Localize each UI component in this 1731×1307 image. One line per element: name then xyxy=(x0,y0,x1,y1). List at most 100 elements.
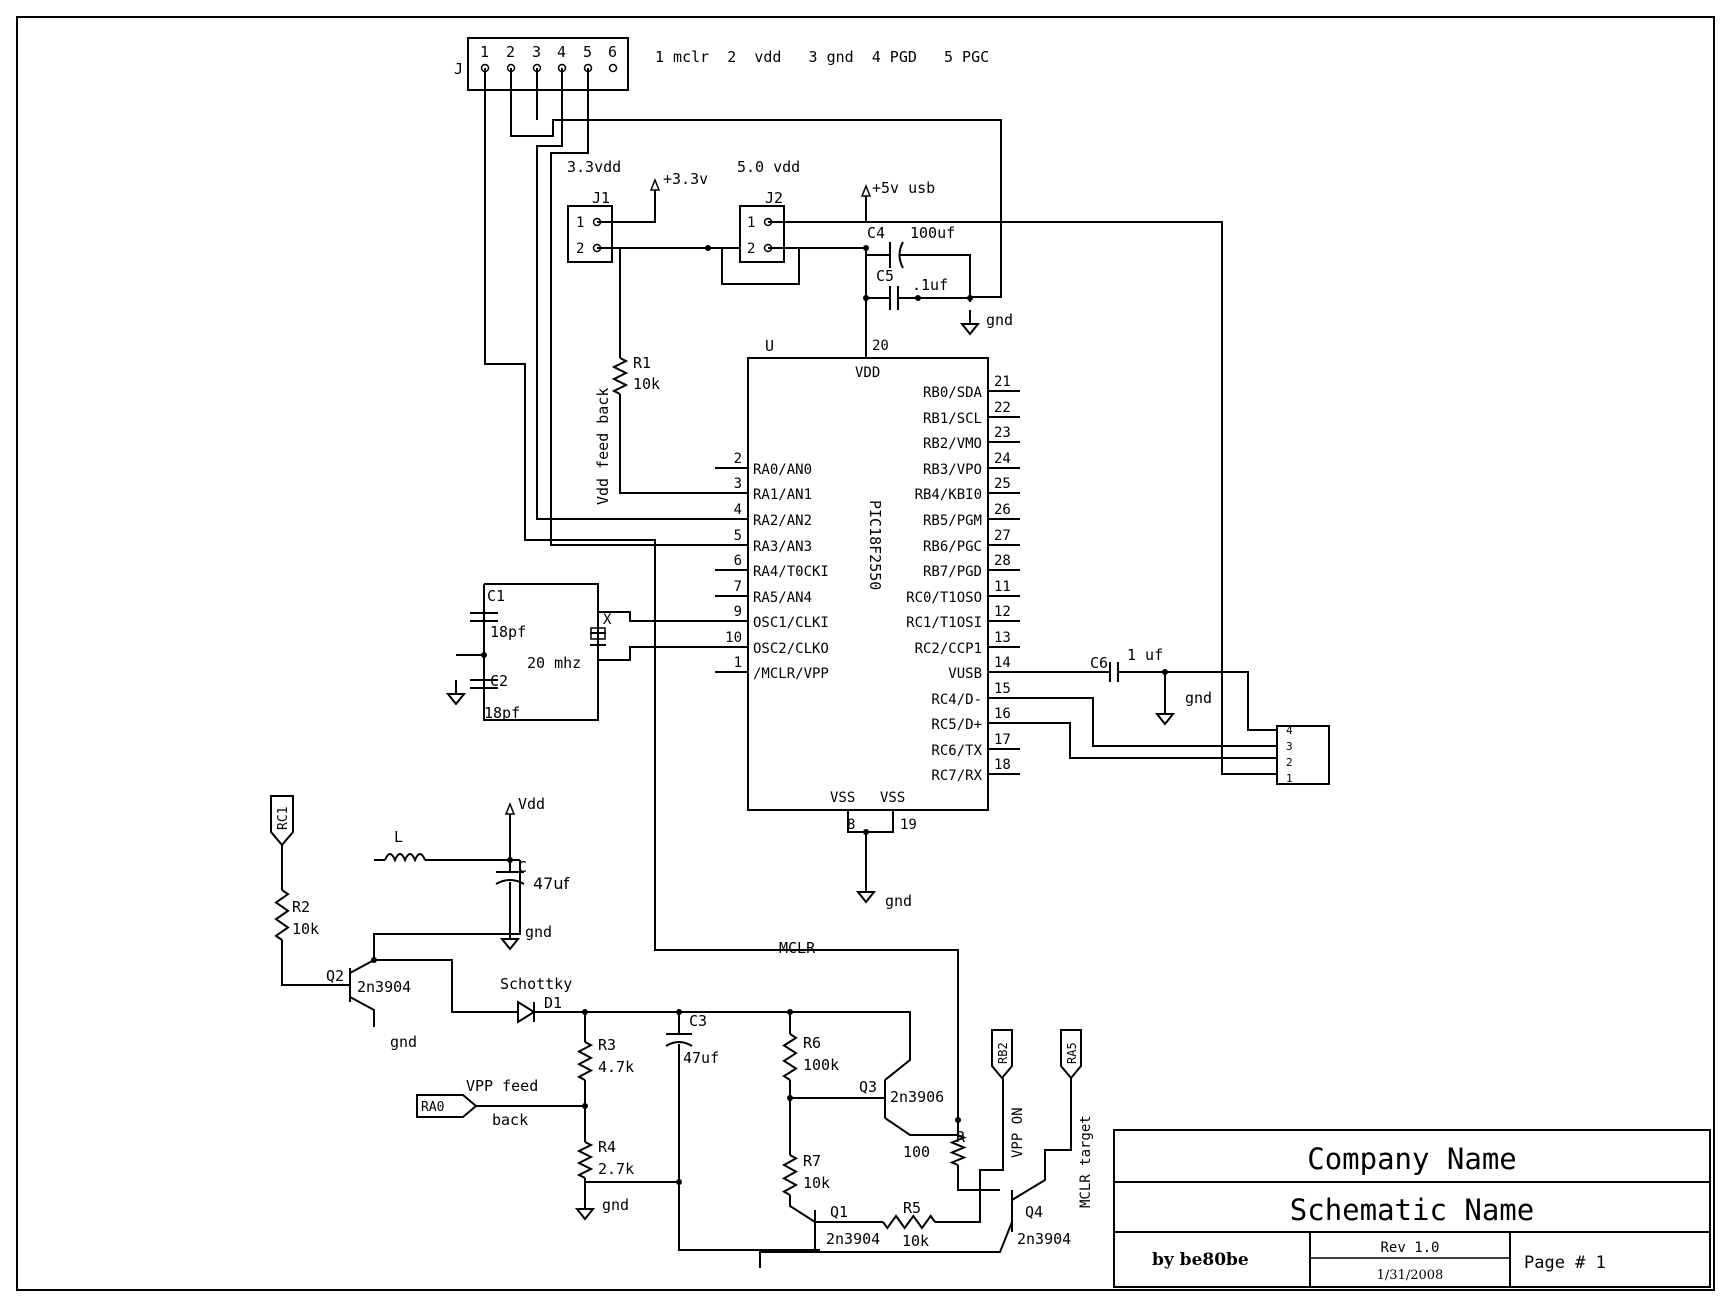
l-ref: L xyxy=(394,828,403,846)
c3-ref: C3 xyxy=(689,1012,707,1030)
chip-vss2-label: VSS xyxy=(880,790,905,806)
c5-ref: C5 xyxy=(876,267,894,285)
chip-vdd-pin: 20 xyxy=(872,338,889,354)
r4-ref: R4 xyxy=(598,1138,616,1156)
chip-pin-name: RA5/AN4 xyxy=(753,590,812,606)
chip-left-pins: 2RA0/AN03RA1/AN14RA2/AN25RA3/AN36RA4/T0C… xyxy=(715,451,829,682)
x-value: 20 mhz xyxy=(527,654,581,672)
j1-body xyxy=(567,205,613,263)
chip-right-pins: 21RB0/SDA22RB1/SCL23RB2/VMO24RB3/VPO25RB… xyxy=(906,374,1020,784)
j2-pin-2: 2 xyxy=(747,241,755,257)
x-ref: X xyxy=(603,612,612,628)
sheet-border xyxy=(16,16,1715,1291)
chip-pin-name: VUSB xyxy=(948,666,982,682)
wiring xyxy=(274,68,1277,1268)
r4-gnd-label: gnd xyxy=(602,1196,629,1214)
chip-part: PIC18F2550 xyxy=(866,500,884,590)
r3-ref: R3 xyxy=(598,1036,616,1054)
j2-supply: +5v usb xyxy=(872,179,935,197)
c6-ref: C6 xyxy=(1090,654,1108,672)
c4-value: 100uf xyxy=(910,224,955,242)
usb-gnd-label: gnd xyxy=(1185,689,1212,707)
chip-pin-number: 21 xyxy=(994,374,1011,390)
chip-pin-number: 16 xyxy=(994,706,1011,722)
rb2-tag: RB2 xyxy=(991,1029,1013,1080)
chip-pin-number: 17 xyxy=(994,732,1011,748)
header-j-pin-1: 1 xyxy=(480,43,489,61)
chip-pin-name: RB1/SCL xyxy=(923,411,982,427)
schematic-name: Schematic Name xyxy=(1290,1193,1534,1227)
chip-pin-number: 28 xyxy=(994,553,1011,569)
chip-pin-name: RB3/VPO xyxy=(923,462,982,478)
chip-pin-number: 27 xyxy=(994,528,1011,544)
c1-ref: C1 xyxy=(487,587,505,605)
c3-value: 47uf xyxy=(683,1049,719,1067)
r1-value: 10k xyxy=(633,375,660,393)
r2-ref: R2 xyxy=(292,898,310,916)
chip-pin-number: 3 xyxy=(734,476,742,492)
header-j-pin-6: 6 xyxy=(608,43,617,61)
usb-body xyxy=(1276,725,1330,785)
c-ref: C xyxy=(518,858,527,876)
chip-pin-name: RC5/D+ xyxy=(931,717,982,733)
usb-connector: 4 3 2 1 C6 1 uf gnd xyxy=(1090,646,1330,785)
chip-pin-name: OSC1/CLKI xyxy=(753,615,829,631)
chip-pin-number: 6 xyxy=(734,553,742,569)
top-caps: C4 100uf C5 .1uf gnd xyxy=(867,224,1013,329)
chip-pin-number: 9 xyxy=(734,604,742,620)
usb-pin-3: 3 xyxy=(1286,740,1293,753)
chip-pin-number: 18 xyxy=(994,757,1011,773)
chip-pin-number: 7 xyxy=(734,579,742,595)
q2-ref: Q2 xyxy=(326,967,344,985)
vpp-on-label: VPP ON xyxy=(1010,1107,1026,1158)
author: by be80be xyxy=(1152,1250,1249,1270)
chip-pin-number: 24 xyxy=(994,451,1011,467)
r6-value: 100k xyxy=(803,1056,839,1074)
chip-pin-number: 25 xyxy=(994,476,1011,492)
jumper-j1: 3.3vdd J1 1 2 +3.3v xyxy=(567,158,708,263)
company-name: Company Name xyxy=(1307,1142,1517,1176)
jumper-j2: 5.0 vdd J2 1 2 +5v usb xyxy=(737,158,935,263)
r-value: 100 xyxy=(903,1143,930,1161)
r5-value: 10k xyxy=(902,1232,929,1250)
chip-pin-number: 11 xyxy=(994,579,1011,595)
usb-pin-1: 1 xyxy=(1286,772,1293,785)
chip-pin-number: 14 xyxy=(994,655,1011,671)
resistor-r1: R1 10k Vdd feed back xyxy=(594,354,660,505)
title-block: Company Name Schematic Name by be80be Re… xyxy=(1113,1129,1711,1288)
mclr-net-label: MCLR xyxy=(779,939,816,957)
chip-pin-name: OSC2/CLKO xyxy=(753,641,829,657)
chip-pin-number: 1 xyxy=(734,655,742,671)
r3-value: 4.7k xyxy=(598,1058,634,1076)
c-gnd-label: gnd xyxy=(525,923,552,941)
header-j-pin-2: 2 xyxy=(506,43,515,61)
chip-vdd-label: VDD xyxy=(855,365,880,381)
q2-gnd-label: gnd xyxy=(390,1033,417,1051)
mclr-target-label: MCLR target xyxy=(1078,1115,1094,1208)
chip-pin-name: RA2/AN2 xyxy=(753,513,812,529)
top-gnd-label: gnd xyxy=(986,311,1013,329)
r7-value: 10k xyxy=(803,1174,830,1192)
j1-pin-1: 1 xyxy=(576,215,584,231)
d1-ref: D1 xyxy=(544,994,562,1012)
chip-pin-number: 5 xyxy=(734,528,742,544)
chip-pin-name: RA0/AN0 xyxy=(753,462,812,478)
chip-pin-name: RB2/VMO xyxy=(923,436,982,452)
ra5-tag-label: RA5 xyxy=(1065,1042,1079,1064)
chip-pin-name: RB7/PGD xyxy=(923,564,982,580)
chip-pin-number: 4 xyxy=(734,502,742,518)
c1-value: 18pf xyxy=(490,623,526,641)
